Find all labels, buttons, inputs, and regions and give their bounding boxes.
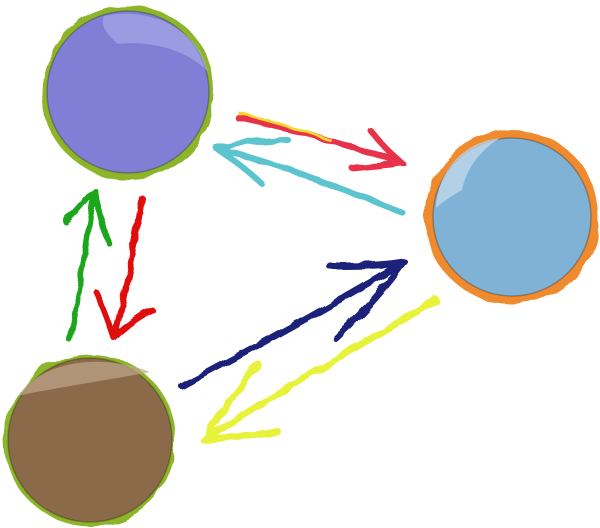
- edge-blue-to-brown: [200, 296, 440, 444]
- edge-brown-to-purple-stroke: [63, 187, 111, 343]
- node-blue: [425, 130, 599, 304]
- edge-purple-to-brown: [93, 195, 155, 341]
- edge-purple-to-blue-accent: [238, 112, 332, 142]
- edge-brown-to-blue-stroke: [178, 258, 408, 390]
- node-blue-shine: [436, 138, 500, 208]
- edge-blue-to-purple: [213, 137, 405, 215]
- node-purple-shine: [102, 13, 208, 72]
- edge-blue-to-purple-stroke: [213, 137, 405, 215]
- node-purple-disc: [46, 10, 210, 174]
- node-purple: [41, 5, 215, 179]
- edge-purple-to-brown-stroke: [93, 195, 155, 341]
- node-brown-disc: [7, 357, 173, 523]
- node-brown-shine: [18, 361, 150, 396]
- node-brown: [4, 354, 176, 526]
- edge-brown-to-purple: [63, 187, 111, 343]
- edge-purple-to-blue: [235, 112, 405, 171]
- node-blue-disc: [432, 137, 592, 297]
- edge-blue-to-brown-stroke: [200, 296, 440, 444]
- edge-brown-to-blue: [178, 258, 408, 390]
